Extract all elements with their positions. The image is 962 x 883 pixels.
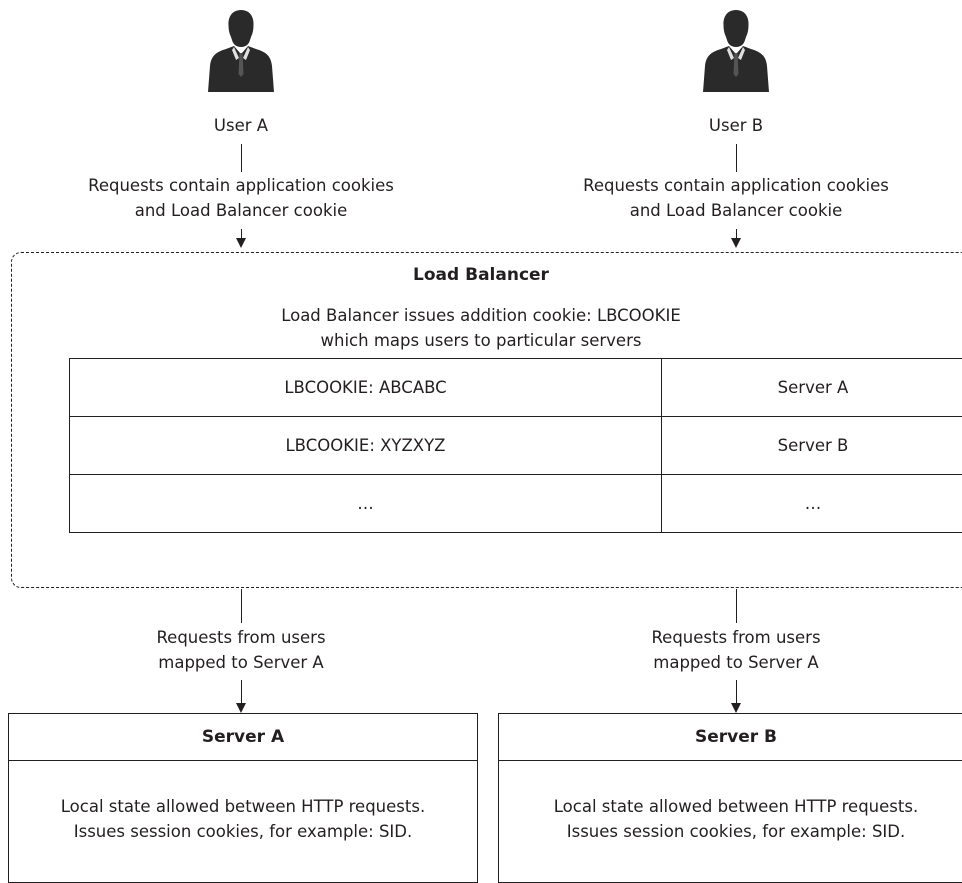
route-a-connector-line — [241, 589, 242, 623]
user-a-label: User A — [181, 115, 301, 137]
load-balancer-title: Load Balancer — [0, 263, 962, 288]
cookie-cell: LBCOOKIE: XYZXYZ — [70, 417, 662, 475]
user-b-arrowhead-icon — [731, 238, 741, 248]
server-b-box: Server B Local state allowed between HTT… — [498, 713, 962, 883]
cookie-cell: … — [70, 475, 662, 533]
cookie-server-mapping-table: LBCOOKIE: ABCABC Server A LBCOOKIE: XYZX… — [69, 358, 962, 533]
server-b-description: Local state allowed between HTTP request… — [499, 761, 962, 844]
route-b-note: Requests from users mapped to Server A — [495, 625, 962, 675]
server-a-description: Local state allowed between HTTP request… — [9, 761, 477, 844]
table-row: LBCOOKIE: XYZXYZ Server B — [70, 417, 962, 475]
server-b-title: Server B — [499, 714, 962, 761]
user-a-request-note: Requests contain application cookies and… — [0, 173, 482, 223]
route-a-arrowhead-icon — [236, 703, 246, 713]
server-a-title: Server A — [9, 714, 477, 761]
route-a-note: Requests from users mapped to Server A — [0, 625, 482, 675]
server-cell: … — [662, 475, 962, 533]
table-row: LBCOOKIE: ABCABC Server A — [70, 359, 962, 417]
route-a-arrow-line — [241, 680, 242, 704]
server-a-box: Server A Local state allowed between HTT… — [8, 713, 478, 883]
table-row: … … — [70, 475, 962, 533]
user-b-label: User B — [676, 115, 796, 137]
load-balancer-description: Load Balancer issues addition cookie: LB… — [0, 303, 962, 353]
user-b-request-note: Requests contain application cookies and… — [495, 173, 962, 223]
route-b-arrowhead-icon — [731, 703, 741, 713]
user-b-connector-line — [736, 144, 737, 172]
user-a-person-icon — [206, 10, 276, 92]
user-b-person-icon — [701, 10, 771, 92]
user-a-arrow-line — [241, 229, 242, 238]
user-b-arrow-line — [736, 229, 737, 238]
route-b-connector-line — [736, 589, 737, 623]
server-cell: Server A — [662, 359, 962, 417]
user-a-arrowhead-icon — [236, 238, 246, 248]
cookie-cell: LBCOOKIE: ABCABC — [70, 359, 662, 417]
user-a-connector-line — [241, 144, 242, 172]
server-cell: Server B — [662, 417, 962, 475]
route-b-arrow-line — [736, 680, 737, 704]
